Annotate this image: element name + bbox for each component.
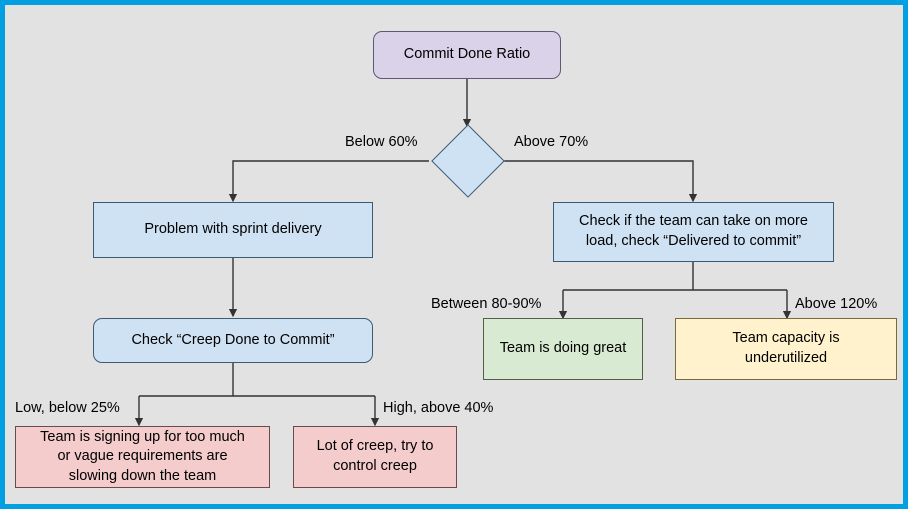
edge-label-low-below-25: Low, below 25% <box>15 400 120 416</box>
node-team-is-doing-great[interactable]: Team is doing great <box>483 318 643 380</box>
node-check-if-team-can-take-more-load[interactable]: Check if the team can take on more load,… <box>553 202 834 262</box>
node-check-creep-done-to-commit[interactable]: Check “Creep Done to Commit” <box>93 318 373 363</box>
node-decision-diamond[interactable] <box>431 124 505 198</box>
node-lot-of-creep[interactable]: Lot of creep, try to control creep <box>293 426 457 488</box>
node-team-capacity-underutilized[interactable]: Team capacity is underutilized <box>675 318 897 380</box>
node-problem-with-sprint-delivery[interactable]: Problem with sprint delivery <box>93 202 373 258</box>
edge-decision-to-check-load <box>504 160 698 203</box>
node-commit-done-ratio[interactable]: Commit Done Ratio <box>373 31 561 79</box>
edge-label-high-above-40: High, above 40% <box>383 400 494 416</box>
edge-label-between-80-90: Between 80-90% <box>431 296 542 312</box>
edge-decision-to-problem <box>228 160 429 203</box>
edge-label-above-70: Above 70% <box>514 134 589 150</box>
edge-label-below-60: Below 60% <box>345 134 418 150</box>
flowchart: Commit Done Ratio Below 60% Above 70% Pr… <box>5 5 903 504</box>
node-team-signing-up-too-much[interactable]: Team is signing up for too much or vague… <box>15 426 270 488</box>
edge-label-above-120: Above 120% <box>795 296 878 312</box>
